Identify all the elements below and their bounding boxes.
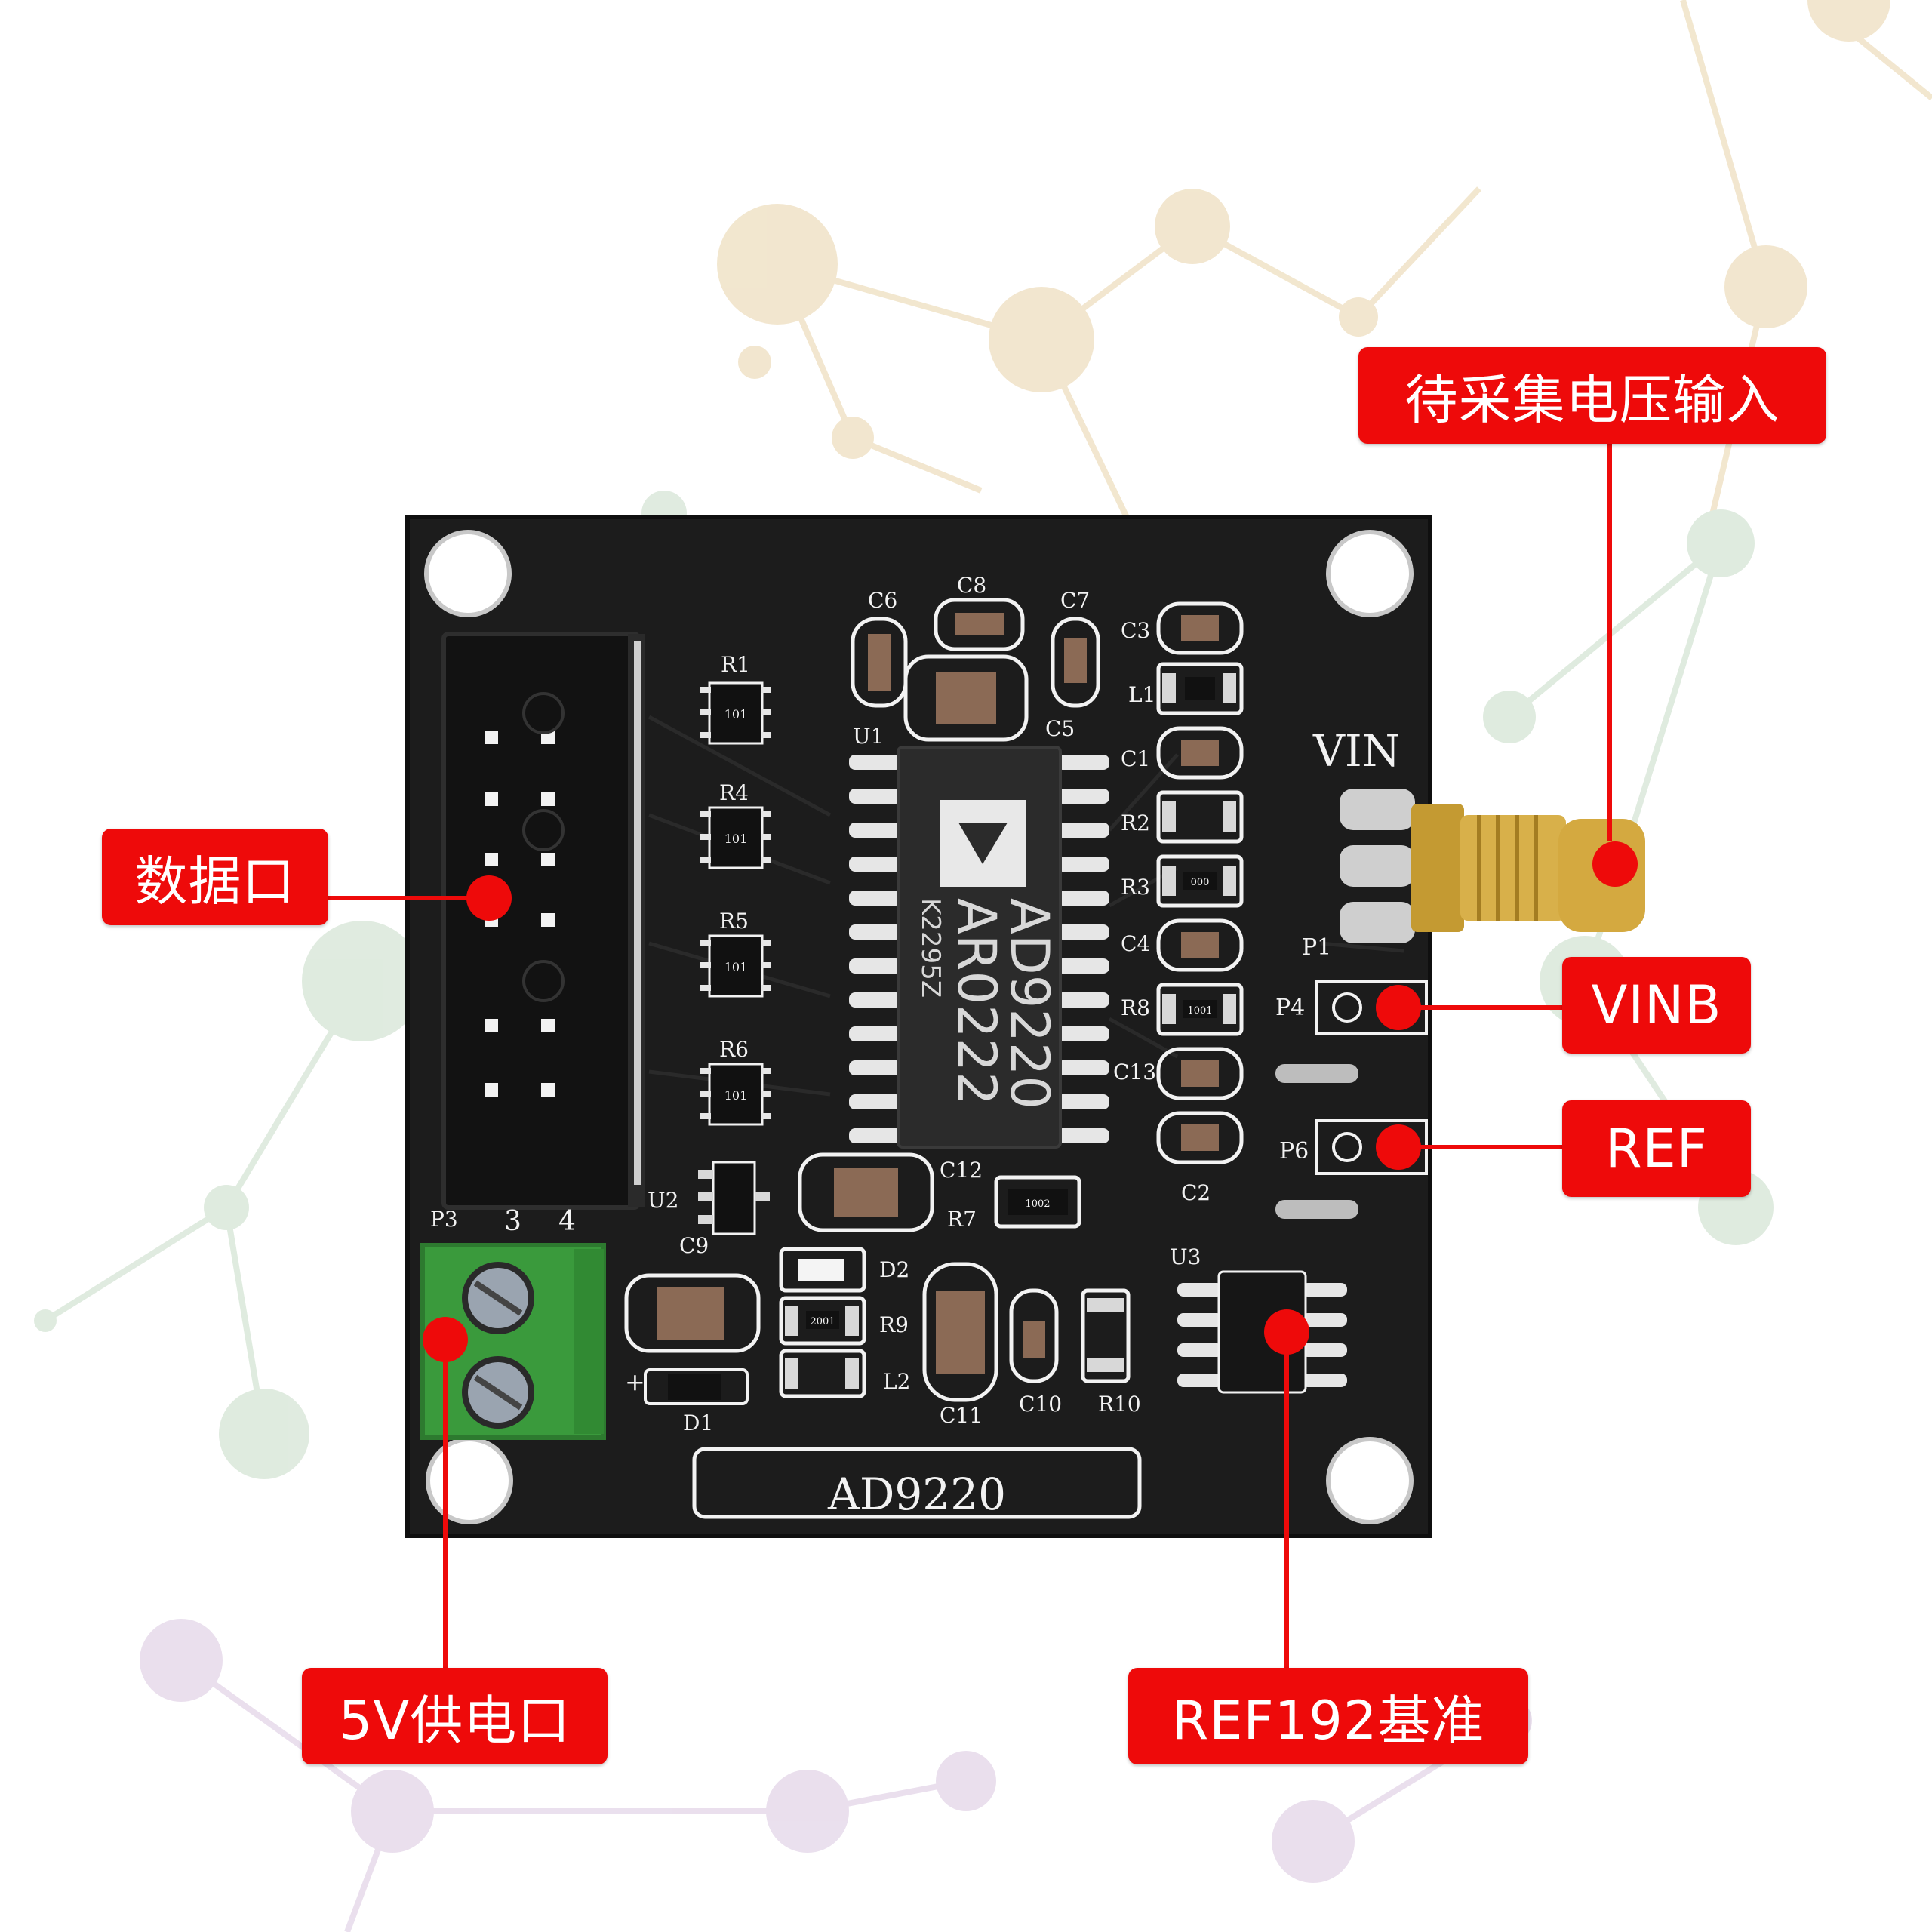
callout-ref192: REF192基准	[1128, 1668, 1528, 1764]
label-c2: C2	[1181, 1180, 1211, 1205]
label-c1: C1	[1121, 746, 1150, 771]
label-l2: L2	[883, 1369, 910, 1394]
board-title: AD9220	[827, 1469, 1006, 1520]
label-r6: R6	[719, 1037, 749, 1062]
adc-chip-u1: AD9220 AR0222 K2295Z	[849, 746, 1109, 1149]
resistor-code: 000	[1191, 877, 1210, 888]
label-p4: P4	[1275, 995, 1305, 1021]
label-c4: C4	[1121, 931, 1150, 956]
resistor-networks: 101 101 101 101	[700, 681, 771, 1126]
vin-label: VIN	[1312, 725, 1401, 777]
label-r2: R2	[1121, 811, 1150, 835]
label-c5: C5	[1045, 716, 1075, 741]
label-r7: R7	[947, 1207, 977, 1232]
callout-pointers	[325, 426, 1612, 1672]
callout-data-port: 数据口	[102, 829, 328, 925]
resistor-code: 2001	[810, 1316, 835, 1327]
label-u1: U1	[853, 724, 884, 749]
mounting-holes	[424, 530, 1414, 1524]
label-r10: R10	[1098, 1392, 1141, 1417]
label-l1: L1	[1128, 682, 1155, 707]
rn-code: 101	[724, 832, 748, 846]
callout-vinb: VINB	[1562, 957, 1751, 1054]
chip-marking-1: AD9220	[998, 898, 1060, 1109]
label-c8: C8	[957, 573, 986, 598]
smd-components: 000 1001 2001 1002	[624, 598, 1244, 1405]
rn-code: 101	[724, 960, 748, 974]
label-u3: U3	[1170, 1244, 1201, 1269]
sma-marker-dot	[1592, 841, 1638, 887]
label-c10: C10	[1019, 1392, 1062, 1417]
power-terminal	[420, 1243, 606, 1440]
label-c7: C7	[1060, 588, 1090, 613]
label-c9: C9	[679, 1233, 709, 1258]
label-r1: R1	[721, 652, 750, 677]
chip-marking-2: AR0222	[946, 898, 1008, 1106]
label-c11: C11	[940, 1403, 983, 1428]
label-p3: P3	[430, 1207, 458, 1232]
label-plus: +	[625, 1367, 645, 1396]
label-r5: R5	[719, 909, 749, 934]
silkscreen-labels: AD9220 VIN P1 P4 P6 P3 3 4 U1 U2 U3 D1 D…	[430, 573, 1401, 1520]
callout-ref: REF	[1562, 1100, 1751, 1197]
label-pin3: 3	[504, 1206, 521, 1237]
chip-marking-3: K2295Z	[915, 898, 946, 998]
resistor-code: 1002	[1025, 1198, 1050, 1210]
label-c13: C13	[1113, 1060, 1156, 1084]
sma-connector	[1340, 789, 1645, 943]
label-c3: C3	[1121, 618, 1150, 643]
callout-signal-input: 待采集电压输入	[1358, 347, 1826, 444]
label-d1: D1	[683, 1411, 713, 1435]
title-frame	[692, 1447, 1142, 1519]
label-r8: R8	[1121, 995, 1150, 1020]
label-r4: R4	[719, 780, 749, 805]
rn-code: 101	[724, 707, 748, 721]
data-connector	[441, 632, 645, 1210]
background-network	[34, 0, 1932, 1932]
label-pin4: 4	[558, 1206, 576, 1237]
rn-code: 101	[724, 1088, 748, 1103]
ref192-chip-u3	[1177, 1270, 1347, 1394]
label-c12: C12	[940, 1158, 983, 1183]
label-p1: P1	[1302, 934, 1331, 961]
callout-power: 5V供电口	[302, 1668, 608, 1764]
label-d2: D2	[879, 1257, 909, 1282]
jumper-headers	[1275, 980, 1428, 1219]
label-p6: P6	[1279, 1138, 1309, 1164]
resistor-code: 1001	[1187, 1005, 1212, 1017]
label-r3: R3	[1121, 875, 1150, 900]
label-c6: C6	[868, 588, 897, 613]
label-r9: R9	[879, 1312, 909, 1337]
label-u2: U2	[648, 1188, 678, 1213]
